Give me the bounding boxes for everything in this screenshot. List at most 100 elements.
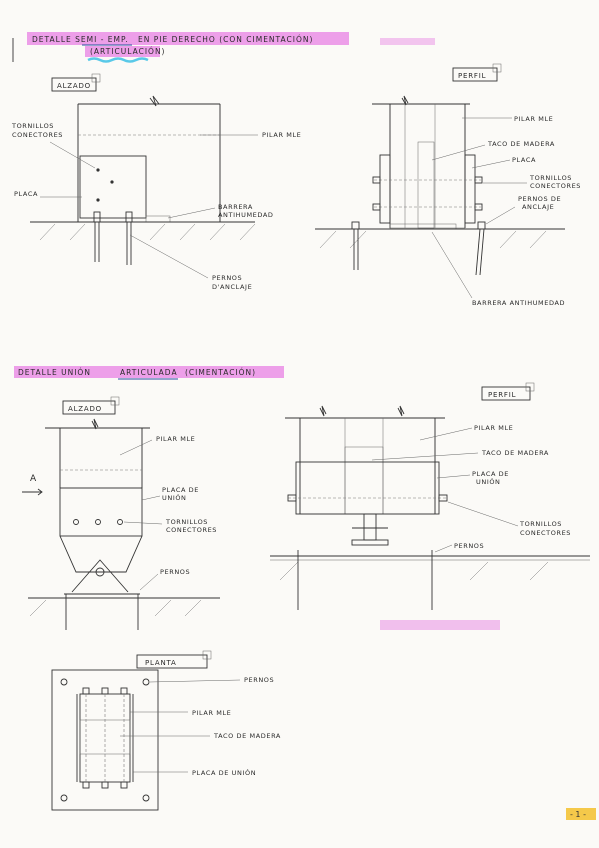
- label-placa-2: UNIÓN: [476, 477, 501, 486]
- anchor-nut: [93, 211, 101, 223]
- anchor-bolt-plan: [60, 678, 68, 686]
- label-pernos: PERNOS: [244, 676, 274, 684]
- column-body: [299, 417, 436, 515]
- column-body: [59, 427, 143, 489]
- title-highlight-pink: [27, 32, 349, 45]
- section2-title-c: (CIMENTACIÓN): [185, 368, 256, 377]
- perfil-tag: PERFIL: [488, 391, 516, 399]
- label-taco: TACO DE MADERA: [487, 140, 555, 148]
- section1-title-a: DETALLE SEMI - EMP.: [32, 35, 129, 44]
- base-plate: [351, 539, 389, 546]
- bolt-hole: [96, 198, 100, 202]
- section2-alzado: ALZADO A PILAR MLE PLACA DE UNIÓ: [22, 396, 220, 630]
- section1-alzado: ALZADO TORNILLOS CONECTORES: [11, 73, 301, 291]
- label-placa-2: UNIÓN: [162, 493, 187, 502]
- column-body: [77, 103, 221, 223]
- title-highlight-pink: [14, 366, 284, 378]
- anchor-bolt-plan: [60, 794, 68, 802]
- alzado-tag-box: [62, 400, 116, 415]
- break-mark: [401, 95, 409, 106]
- label-pernos: PERNOS: [160, 568, 190, 576]
- label-taco: TACO DE MADERA: [213, 732, 281, 740]
- section2-title-a: DETALLE UNIÓN: [18, 368, 91, 377]
- label-pilar: PILAR MLE: [514, 115, 553, 123]
- plate: [79, 155, 147, 219]
- page-number: - 1 -: [570, 810, 586, 819]
- hinge-stem: [363, 513, 377, 541]
- title-highlight-pink-2: [85, 46, 160, 57]
- label-tornillos-2: CONECTORES: [530, 182, 581, 190]
- moisture-barrier: [145, 215, 171, 223]
- label-pilar: PILAR MLE: [262, 131, 301, 139]
- wood-block: [344, 446, 384, 515]
- anchor-nut: [125, 211, 133, 223]
- label-pernos-2: ANCLAJE: [522, 203, 554, 211]
- label-pernos-2: D'ANCLAJE: [212, 283, 252, 291]
- planta-tag-box: [136, 654, 208, 669]
- bolt-hole: [95, 519, 101, 525]
- highlight-smudge: [380, 38, 435, 45]
- plate-taper: [59, 535, 143, 573]
- title-wave-underline: [87, 57, 149, 63]
- label-tornillos-1: TORNILLOS: [519, 520, 562, 528]
- highlight-smudge: [380, 620, 500, 630]
- label-pernos-1: PERNOS DE: [518, 195, 561, 203]
- label-tornillos-1: TORNILLOS: [529, 174, 572, 182]
- anchor-bolt: [475, 228, 481, 276]
- label-barrera: BARRERA ANTIHUMEDAD: [472, 299, 565, 307]
- bolt-hole: [73, 519, 79, 525]
- page-number-highlight: [566, 808, 596, 820]
- label-pilar: PILAR MLE: [156, 435, 195, 443]
- break-mark: [91, 418, 99, 430]
- column-plan: [79, 693, 131, 783]
- leader: [49, 141, 96, 169]
- side-plate: [379, 154, 391, 224]
- label-tornillos-2: CONECTORES: [520, 529, 571, 537]
- section2-title-b: ARTICULADA: [120, 368, 178, 377]
- label-placa: PLACA DE UNIÓN: [192, 768, 256, 777]
- column-body: [389, 103, 466, 229]
- wood-block: [417, 141, 435, 229]
- label-tornillos-1: TORNILLOS: [165, 518, 208, 526]
- label-tornillos-2: CONECTORES: [166, 526, 217, 534]
- perfil-tag-box: [481, 386, 531, 401]
- anchor-bolt-plan: [142, 794, 150, 802]
- label-pernos-1: PERNOS: [212, 274, 242, 282]
- joint-plate: [59, 487, 143, 537]
- leader: [167, 207, 216, 219]
- alzado-tag: ALZADO: [57, 82, 91, 90]
- section2-title: DETALLE UNIÓN ARTICULADA (CIMENTACIÓN): [14, 366, 284, 380]
- ground-hatch: [39, 223, 256, 241]
- label-placa: PLACA: [14, 190, 38, 198]
- base-plate-plan: [51, 669, 159, 811]
- label-barrera-1: BARRERA: [218, 203, 253, 211]
- perfil-tag: PERFIL: [458, 72, 486, 80]
- label-placa-1: PLACA DE: [472, 470, 509, 478]
- break-mark: [149, 95, 160, 107]
- label-placa-1: PLACA DE: [162, 486, 199, 494]
- label-taco: TACO DE MADERA: [481, 449, 549, 457]
- label-placa: PLACA: [512, 156, 536, 164]
- alzado-tag: ALZADO: [68, 405, 102, 413]
- section1-title: DETALLE SEMI - EMP. EN PIE DERECHO (CON …: [27, 32, 435, 63]
- hinge-pin: [95, 567, 105, 577]
- bolt-hole: [117, 519, 123, 525]
- tag-corner-mark: [91, 73, 101, 83]
- anchor-bolt-plan: [142, 678, 150, 686]
- label-barrera-2: ANTIHUMEDAD: [218, 211, 274, 219]
- section-marker: A: [30, 474, 37, 484]
- section1-perfil: PERFIL PILAR MLE: [315, 63, 581, 307]
- section1-title-c: (ARTICULACIÓN): [90, 47, 165, 56]
- perfil-tag-box: [452, 67, 498, 82]
- side-plate: [464, 154, 476, 224]
- alzado-tag-box: [51, 77, 97, 92]
- label-pilar: PILAR MLE: [192, 709, 231, 717]
- section1-title-b: EN PIE DERECHO (CON CIMENTACIÓN): [138, 35, 313, 44]
- label-pernos: PERNOS: [454, 542, 484, 550]
- joint-plate: [295, 461, 440, 515]
- hinge-knuckle: [71, 559, 129, 593]
- planta-tag: PLANTA: [145, 659, 177, 667]
- label-pilar: PILAR MLE: [474, 424, 513, 432]
- bolt-hole: [110, 180, 114, 184]
